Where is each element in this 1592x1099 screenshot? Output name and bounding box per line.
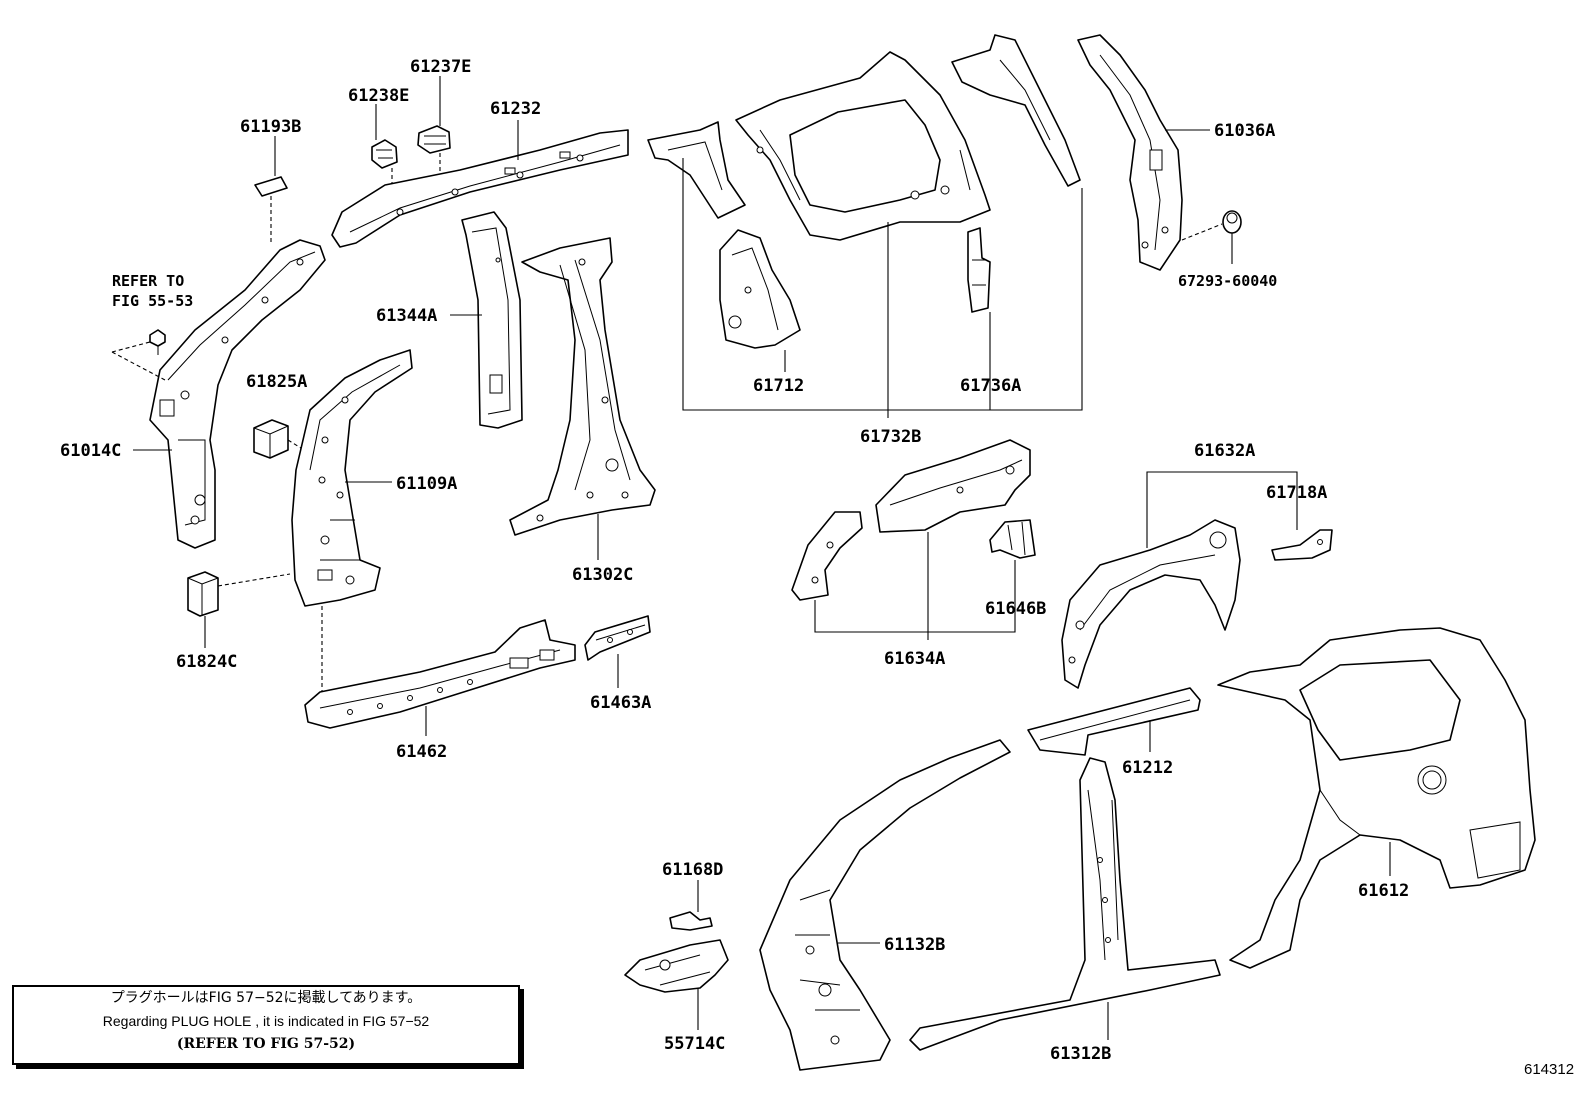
part-61632A[interactable] [1061,519,1241,689]
label-61014C: 61014C [60,441,121,461]
label-61463A: 61463A [590,693,651,713]
label-61632A: 61632A [1194,441,1255,461]
part-61718A[interactable] [1271,529,1333,561]
note-english: Regarding PLUG HOLE , it is indicated in… [102,1013,430,1029]
part-61736A-upper[interactable] [951,34,1081,187]
label-61238E: 61238E [348,86,409,106]
part-61212[interactable] [1027,687,1201,756]
figure-number: 614312 [1524,1061,1574,1078]
part-61312B[interactable] [909,757,1221,1051]
part-55714C[interactable] [624,939,729,993]
label-61168D: 61168D [662,860,723,880]
plug-hole-note: プラグホールはFIG 57−52に掲載してあります。 Regarding PLU… [12,985,520,1065]
part-61036A[interactable] [1077,34,1183,271]
label-61237E: 61237E [410,57,471,77]
part-61168D[interactable] [669,911,713,931]
part-61462[interactable] [304,619,576,729]
part-61463A[interactable] [584,615,651,661]
label-61132B: 61132B [884,935,945,955]
label-61736A: 61736A [960,376,1021,396]
bolt-icon [149,329,166,355]
part-61302C[interactable] [509,237,656,536]
label-61193B: 61193B [240,117,301,137]
label-61732B: 61732B [860,427,921,447]
part-61634A-left[interactable] [791,511,863,601]
part-61634A-center[interactable] [875,439,1031,533]
refer-line-1: REFER TO [112,272,184,290]
label-55714C: 55714C [664,1034,725,1054]
part-67293-60040[interactable] [1222,210,1242,234]
label-67293-60040: 67293-60040 [1178,272,1277,290]
label-61344A: 61344A [376,306,437,326]
label-61634A: 61634A [884,649,945,669]
label-61718A: 61718A [1266,483,1327,503]
part-61612[interactable] [1217,627,1536,969]
label-61036A: 61036A [1214,121,1275,141]
label-61312B: 61312B [1050,1044,1111,1064]
part-61736A[interactable] [967,227,991,313]
part-61825A[interactable] [253,419,289,459]
part-61824C[interactable] [187,571,219,617]
part-61238E[interactable] [371,139,398,169]
part-61344A[interactable] [461,211,523,429]
label-61109A: 61109A [396,474,457,494]
part-61232[interactable] [331,129,629,248]
refer-line-2: FIG 55-53 [112,292,193,310]
label-61212: 61212 [1122,758,1173,778]
label-61232: 61232 [490,99,541,119]
label-61825A: 61825A [246,372,307,392]
part-61732B[interactable] [735,51,991,241]
part-61014C[interactable] [149,239,326,549]
note-japanese: プラグホールはFIG 57−52に掲載してあります。 [110,990,422,1006]
label-61712: 61712 [753,376,804,396]
label-61302C: 61302C [572,565,633,585]
part-61193B[interactable] [254,176,288,197]
label-61646B: 61646B [985,599,1046,619]
part-61646B[interactable] [989,519,1036,559]
part-61237E[interactable] [417,125,451,154]
label-61462: 61462 [396,742,447,762]
part-61109A[interactable] [291,349,413,607]
part-61712-upper[interactable] [647,121,746,219]
note-refer: (REFER TO FIG 57-52) [176,1036,356,1052]
part-61712[interactable] [719,229,801,349]
label-61612: 61612 [1358,881,1409,901]
part-61132B[interactable] [759,739,1011,1071]
label-61824C: 61824C [176,652,237,672]
